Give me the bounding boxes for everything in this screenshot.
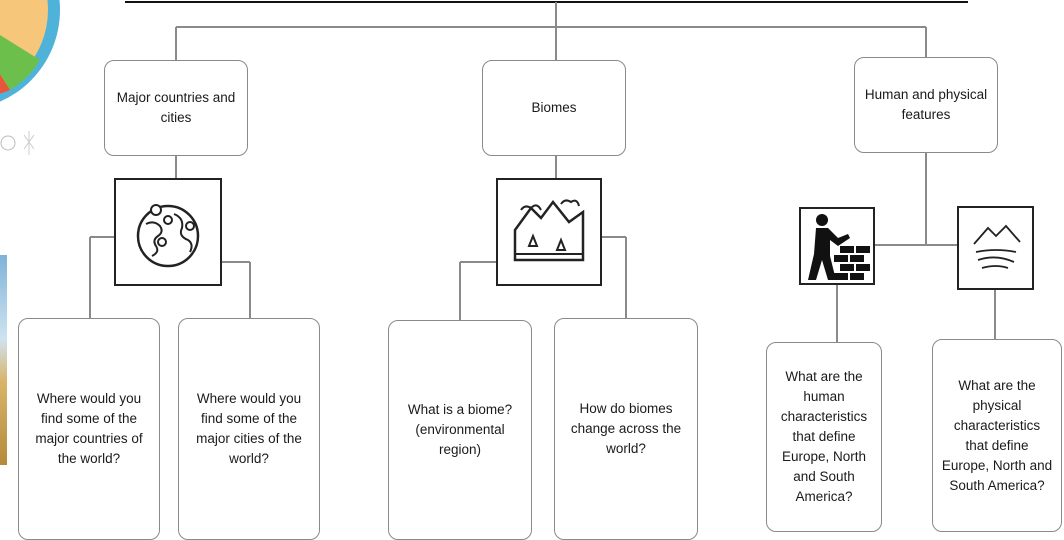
question-box-biome-definition: What is a biome? (environmental region)	[388, 320, 532, 540]
question-box-human-characteristics: What are the human characteristics that …	[766, 342, 882, 532]
builder-icon	[799, 207, 875, 285]
category-box-human-physical: Human and physical features	[854, 57, 998, 153]
river-landscape-icon	[957, 206, 1034, 290]
decorative-photo-fragment	[0, 255, 7, 465]
decorative-sun-icon	[0, 125, 40, 165]
decorative-circle-fragment	[0, 0, 60, 120]
question-box-cities: Where would you find some of the major c…	[178, 318, 320, 540]
question-box-countries: Where would you find some of the major c…	[18, 318, 160, 540]
globe-with-pins-icon	[114, 178, 222, 286]
category-box-countries-cities: Major countries and cities	[104, 60, 248, 156]
question-box-biome-change: How do biomes change across the world?	[554, 318, 698, 540]
category-box-biomes: Biomes	[482, 60, 626, 156]
question-box-physical-characteristics: What are the physical characteristics th…	[932, 339, 1062, 532]
mountain-landscape-icon	[496, 178, 602, 286]
